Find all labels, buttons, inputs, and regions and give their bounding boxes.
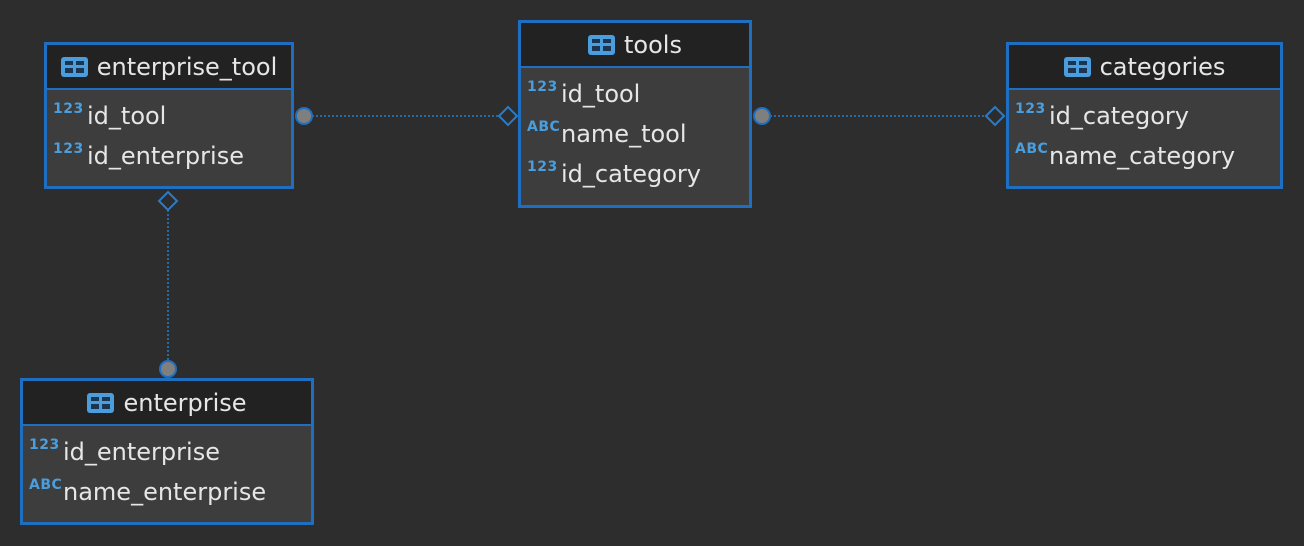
attribute-row[interactable]: 123 id_category [521,154,749,194]
table-icon [588,34,616,55]
attribute-name: id_tool [87,102,167,130]
type-badge: 123 [53,141,84,157]
type-badge: ABC [29,477,63,493]
diamond-icon [497,105,519,127]
entity-header[interactable]: categories [1009,45,1280,90]
attribute-name: id_category [561,160,701,188]
entity-tools[interactable]: tools 123 id_tool ABC name_tool 123 id_c… [518,20,752,208]
type-badge: 123 [1015,101,1046,117]
attribute-row[interactable]: 123 id_tool [47,96,291,136]
attribute-name: id_tool [561,80,641,108]
type-badge: 123 [29,437,60,453]
key-dot-icon [753,107,771,125]
entity-enterprise[interactable]: enterprise 123 id_enterprise ABC name_en… [20,378,314,525]
type-badge: 123 [527,79,558,95]
relationship-enterprise-tool-tools[interactable] [295,105,519,127]
entity-title: enterprise [123,388,247,417]
attribute-row[interactable]: ABC name_tool [521,114,749,154]
key-dot-icon [159,360,177,378]
entity-title: enterprise_tool [96,52,278,81]
relationship-tools-categories[interactable] [753,105,1006,127]
table-icon [1063,56,1091,77]
entity-title: tools [624,30,682,59]
attribute-row[interactable]: 123 id_tool [521,74,749,114]
attribute-name: name_category [1049,142,1236,170]
relationship-enterprise-enterprise-tool[interactable] [157,190,179,378]
key-dot-icon [295,107,313,125]
table-icon [87,392,115,413]
attribute-name: id_enterprise [87,142,244,170]
attribute-row[interactable]: ABC name_category [1009,136,1280,176]
diamond-icon [984,105,1006,127]
type-badge: 123 [527,159,558,175]
diamond-icon [157,190,179,212]
attribute-row[interactable]: 123 id_enterprise [47,136,291,176]
attribute-row[interactable]: 123 id_category [1009,96,1280,136]
attribute-name: name_tool [561,120,687,148]
attribute-row[interactable]: 123 id_enterprise [23,432,311,472]
type-badge: 123 [53,101,84,117]
table-icon [60,56,88,77]
entity-header[interactable]: enterprise_tool [47,45,291,90]
type-badge: ABC [1015,141,1049,157]
attribute-row[interactable]: ABC name_enterprise [23,472,311,512]
entity-header[interactable]: enterprise [23,381,311,426]
entity-header[interactable]: tools [521,23,749,68]
entity-enterprise-tool[interactable]: enterprise_tool 123 id_tool 123 id_enter… [44,42,294,189]
type-badge: ABC [527,119,561,135]
attribute-name: id_enterprise [63,438,220,466]
attribute-name: name_enterprise [63,478,267,506]
entity-categories[interactable]: categories 123 id_category ABC name_cate… [1006,42,1283,189]
attribute-name: id_category [1049,102,1189,130]
entity-title: categories [1099,52,1226,81]
